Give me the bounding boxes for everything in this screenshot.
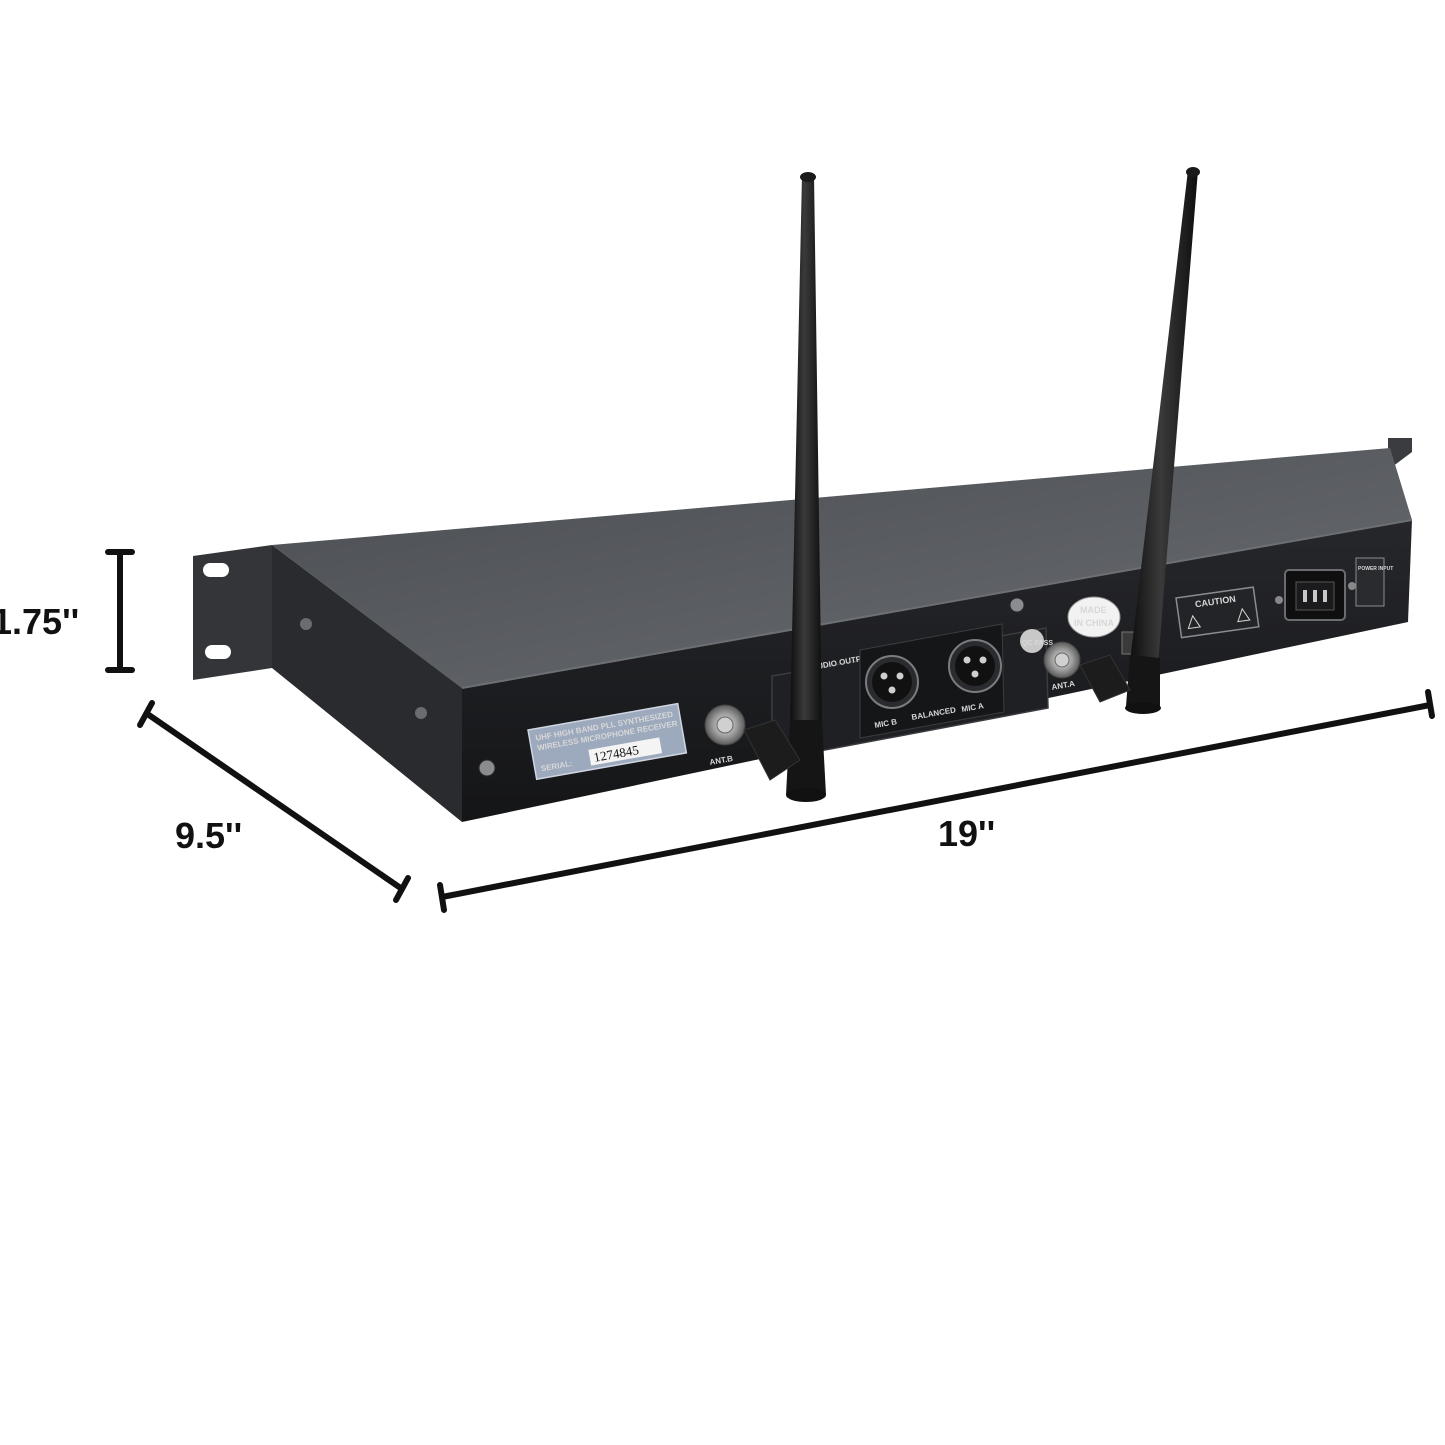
rack-ear-slot-bottom [205,645,231,659]
panel-edge [461,519,1413,689]
qc-pass-text: QC PASS [1022,640,1053,647]
ant-a-label: ANT.A [1051,679,1076,692]
mic-a-label: MIC A [961,701,985,714]
antenna-a [1079,167,1200,714]
width-dimension: 19'' [437,689,1435,913]
mic-b-label: MIC B [874,717,898,730]
made-in-text-1: MADE [1080,605,1107,615]
power-input-socket: POWER INPUT [1275,557,1393,621]
screw [300,618,312,630]
screw [478,759,496,777]
rack-ear-left [193,545,272,680]
made-in-text-2: IN CHINA [1074,618,1114,628]
width-label: 19'' [938,813,995,854]
depth-label: 9.5'' [175,815,242,856]
ant-b-label: ANT.B [709,754,734,767]
made-in-china-sticker: MADE IN CHINA [1067,596,1121,638]
rack-ear-slot-top [203,563,229,577]
depth-dimension: 9.5'' [137,700,411,903]
antenna-b [743,172,826,802]
audio-output-panel: AUDIO OUTPUT MIC B BALANCED MIC A [771,623,1049,761]
screw [1009,597,1025,613]
height-dimension: 1.75'' [0,549,135,673]
height-label: 1.75'' [0,601,79,642]
caution-label: CAUTION [1175,586,1260,639]
screw [415,707,427,719]
power-input-text: POWER INPUT [1358,566,1393,572]
antenna-b-connector: ANT.B [704,704,746,767]
chassis-top [272,448,1412,688]
qc-pass-sticker: QC PASS [1020,629,1053,653]
receiver-chassis: UHF HIGH BAND PLL SYNTHESIZED WIRELESS M… [193,438,1413,822]
antenna-a-connector: ANT.A [1043,641,1081,692]
chassis-side-left [272,545,462,822]
